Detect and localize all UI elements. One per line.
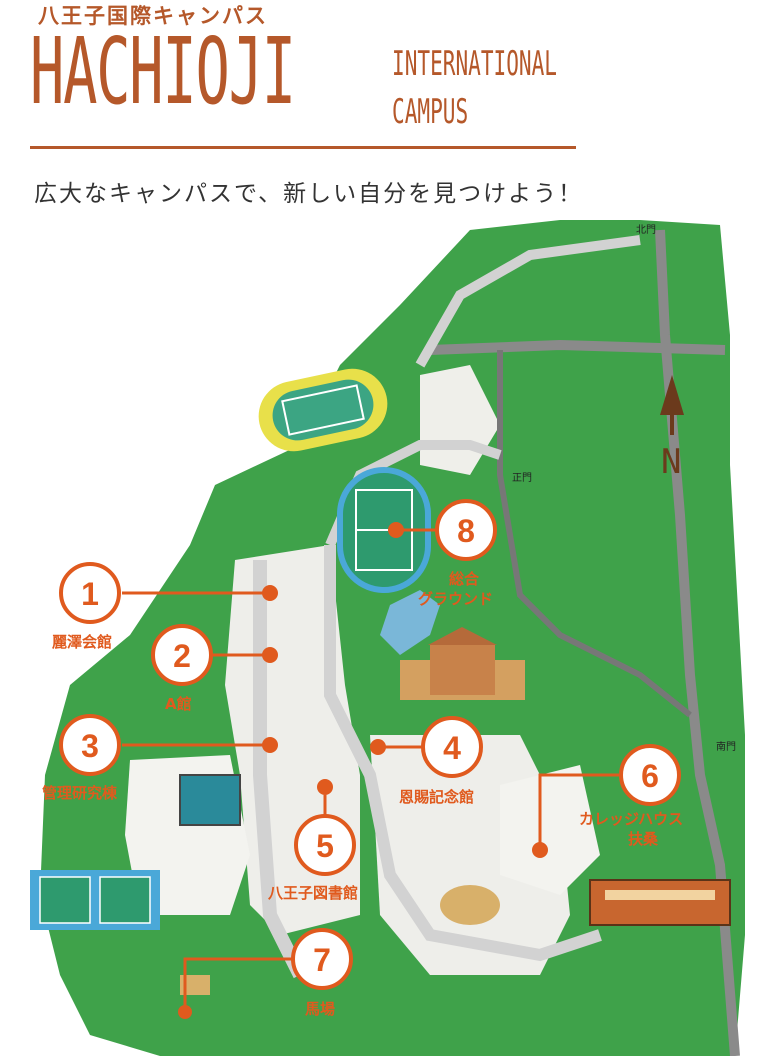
main-road-east (655, 229, 740, 1056)
north-arrow-icon (660, 375, 684, 435)
campus-japanese-title: 八王子国際キャンパス (38, 4, 268, 28)
marker-7-number: 7 (313, 942, 331, 978)
dot-8 (388, 522, 404, 538)
campus-main-title: HACHIOJI (30, 18, 296, 125)
label-hachioji-library: 八王子図書館 (268, 884, 359, 902)
header: 八王子国際キャンパス HACHIOJI INTERNATIONAL CAMPUS… (0, 0, 780, 207)
marker-3-number: 3 (81, 728, 99, 764)
dot-5 (317, 779, 333, 795)
stadium (258, 368, 388, 452)
marker-1 (59, 562, 121, 624)
marker-7 (291, 928, 353, 990)
marker-2 (151, 624, 213, 686)
marker-4-number: 4 (443, 730, 461, 766)
memorial-hall-building (400, 627, 525, 700)
tennis-courts (30, 870, 160, 930)
north-gate-label: 北門 (636, 224, 656, 236)
label-general-ground-line2: グラウンド (418, 590, 494, 608)
inner-road-center (324, 545, 602, 962)
marker-8 (435, 499, 497, 561)
south-gate-label: 南門 (716, 740, 736, 753)
label-college-house-line1: カレッジハウス (579, 810, 684, 828)
college-house-building (589, 879, 731, 926)
label-a-building: A館 (165, 695, 192, 713)
marker-5-number: 5 (316, 828, 334, 864)
marker-6-number: 6 (641, 758, 659, 794)
north-label: N (661, 442, 681, 482)
title-underline (30, 146, 576, 149)
leader-line-6 (538, 773, 624, 850)
label-college-house-line2: 扶桑 (628, 830, 659, 848)
marker-3 (59, 714, 121, 776)
dot-3 (262, 737, 278, 753)
campus-subtitle-line1: INTERNATIONAL (392, 44, 557, 84)
dot-4 (370, 739, 386, 755)
library-building (179, 774, 241, 826)
dot-2 (262, 647, 278, 663)
label-admin-research-building: 管理研究棟 (42, 784, 118, 802)
marker-8-number: 8 (457, 513, 475, 549)
main-gate-label: 正門 (512, 472, 532, 484)
dot-6 (532, 842, 548, 858)
label-reitaku-hall: 麗澤会館 (52, 633, 113, 651)
baseball-field (440, 885, 500, 925)
dot-7 (178, 1005, 192, 1019)
inner-road-west (253, 560, 307, 979)
marker-2-number: 2 (173, 638, 191, 674)
dot-1 (262, 585, 278, 601)
campus-map: N 北門 正門 南門 1 2 3 4 (30, 220, 745, 1056)
marker-4 (421, 716, 483, 778)
label-riding-ground: 馬場 (305, 1000, 336, 1018)
marker-6 (619, 744, 681, 806)
marker-5 (294, 814, 356, 876)
pond (380, 590, 440, 655)
riding-ground (180, 975, 210, 995)
tagline: 広大なキャンパスで、新しい自分を見つけよう！ (34, 181, 584, 207)
campus-subtitle-line2: CAMPUS (392, 92, 469, 132)
label-general-ground-line1: 総合 (449, 570, 480, 588)
main-road-north (429, 339, 726, 355)
label-onshi-memorial-hall: 恩賜記念館 (399, 788, 475, 806)
inner-road-northloop (415, 235, 641, 368)
leader-line-7 (183, 957, 292, 1010)
cleared-area-east (500, 765, 600, 895)
marker-1-number: 1 (81, 576, 99, 612)
